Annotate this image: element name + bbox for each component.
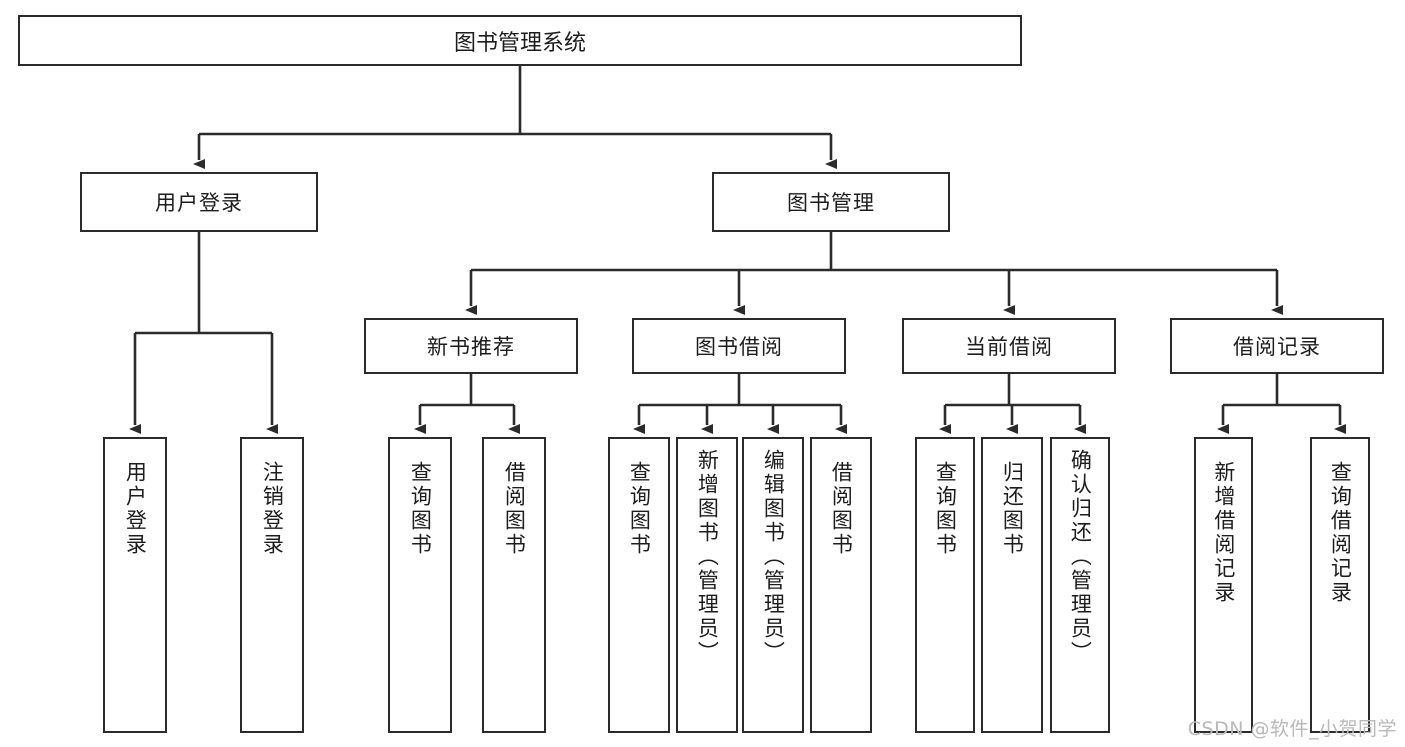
leaf-query-book-borrow[interactable]: 查询图书 [608,437,670,733]
node-new-book-recommend[interactable]: 新书推荐 [364,318,578,374]
watermark-text: CSDN @软件_小贺同学 [1187,718,1397,740]
node-current-borrow[interactable]: 当前借阅 [902,318,1116,374]
node-label: 归还图书 [1000,461,1025,557]
leaf-add-borrow-record[interactable]: 新增借阅记录 [1194,437,1253,733]
leaf-borrow-book-recommend[interactable]: 借阅图书 [482,437,546,733]
node-book-management[interactable]: 图书管理 [712,172,950,232]
leaf-add-book-admin[interactable]: 新增图书（管理员） [676,437,738,733]
leaf-query-borrow-record[interactable]: 查询借阅记录 [1310,437,1370,733]
node-label: 新书推荐 [427,335,515,359]
node-label: 编辑图书（管理员） [761,449,786,665]
leaf-user-login[interactable]: 用户登录 [103,437,167,733]
node-label: 借阅图书 [502,461,527,557]
node-label: 图书管理 [787,191,875,215]
leaf-user-logout[interactable]: 注销登录 [240,437,304,733]
leaf-query-book-current[interactable]: 查询图书 [915,437,975,733]
node-label: 当前借阅 [965,335,1053,359]
node-root-system[interactable]: 图书管理系统 [18,15,1022,66]
node-label: 查询图书 [408,461,433,557]
node-label: 借阅记录 [1233,335,1321,359]
node-label: 图书借阅 [695,335,783,359]
node-label: 确认归还（管理员） [1068,449,1093,665]
node-label: 新增图书（管理员） [695,449,720,665]
node-label: 查询图书 [627,461,652,557]
node-borrow-records[interactable]: 借阅记录 [1170,318,1384,374]
node-user-login[interactable]: 用户登录 [80,172,318,232]
leaf-edit-book-admin[interactable]: 编辑图书（管理员） [742,437,804,733]
node-label: 查询图书 [933,461,958,557]
node-label: 用户登录 [123,461,148,557]
leaf-return-book[interactable]: 归还图书 [981,437,1043,733]
leaf-lend-book[interactable]: 借阅图书 [810,437,872,733]
node-book-borrow[interactable]: 图书借阅 [632,318,846,374]
node-label: 新增借阅记录 [1211,461,1236,605]
node-label: 查询借阅记录 [1328,461,1353,605]
node-label: 注销登录 [260,461,285,557]
leaf-query-book-recommend[interactable]: 查询图书 [388,437,452,733]
node-label: 借阅图书 [829,461,854,557]
node-label: 图书管理系统 [453,30,586,56]
leaf-confirm-return-admin[interactable]: 确认归还（管理员） [1050,437,1110,733]
node-label: 用户登录 [155,191,243,215]
